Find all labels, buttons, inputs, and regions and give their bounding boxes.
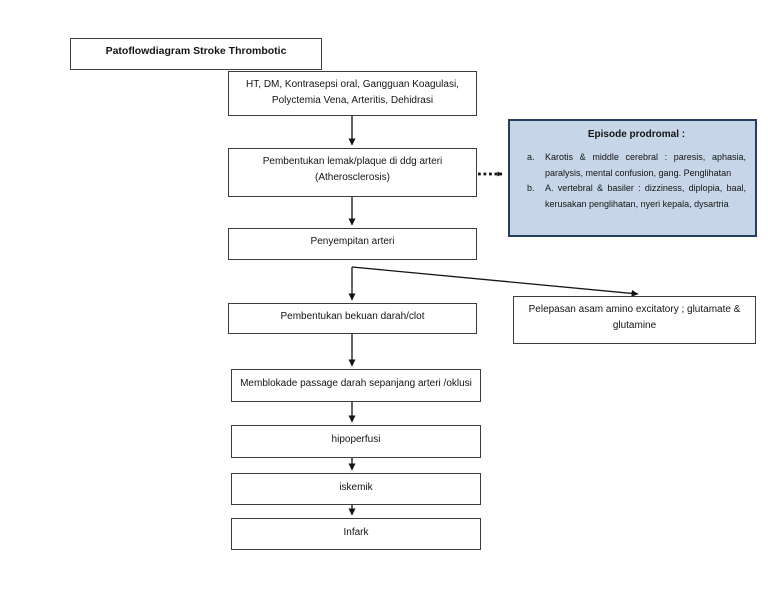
title-text: Patoflowdiagram Stroke Thrombotic (105, 45, 287, 57)
title-box: Patoflowdiagram Stroke Thrombotic (70, 38, 322, 70)
episode-prodromal-title: Episode prodromal : (587, 129, 686, 140)
bekuan-darah-box: Pembentukan bekuan darah/clot (228, 303, 477, 334)
bekuan-darah-text: Pembentukan bekuan darah/clot (280, 311, 425, 322)
atherosclerosis-line2: (Atherosclerosis) (314, 172, 391, 183)
hipoperfusi-box: hipoperfusi (231, 425, 481, 458)
prodromal-item-b: b. A. vertebral & basiler : dizziness, d… (527, 181, 746, 212)
episode-prodromal-box: Episode prodromal : a. Karotis & middle … (508, 119, 757, 237)
memblokade-oklusi-box: Memblokade passage darah sepanjang arter… (231, 369, 481, 402)
risk-factors-box: HT, DM, Kontrasepsi oral, Gangguan Koagu… (228, 71, 477, 116)
prodromal-item-b-text: A. vertebral & basiler : dizziness, dipl… (545, 183, 746, 209)
pelepasan-line1: Pelepasan asam amino excitatory ; glutam… (528, 304, 741, 315)
risk-factors-line2: Polyctemia Vena, Arteritis, Dehidrasi (271, 95, 434, 106)
prodromal-item-b-marker: b. (527, 183, 535, 193)
hipoperfusi-text: hipoperfusi (331, 434, 381, 445)
penyempitan-arteri-text: Penyempitan arteri (310, 236, 395, 247)
iskemik-text: iskemik (339, 482, 373, 493)
iskemik-box: iskemik (231, 473, 481, 505)
penyempitan-arteri-box: Penyempitan arteri (228, 228, 477, 260)
infark-box: Infark (231, 518, 481, 550)
prodromal-item-a: a. Karotis & middle cerebral : paresis, … (527, 150, 746, 181)
pelepasan-asam-amino-box: Pelepasan asam amino excitatory ; glutam… (513, 296, 756, 344)
pelepasan-line2: glutamine (612, 320, 657, 331)
prodromal-item-a-text: Karotis & middle cerebral : paresis, aph… (545, 152, 746, 178)
arrow-penyempitan-to-pelepasan (351, 266, 639, 297)
risk-factors-line1: HT, DM, Kontrasepsi oral, Gangguan Koagu… (246, 79, 459, 90)
memblokade-oklusi-text: Memblokade passage darah sepanjang arter… (240, 378, 472, 389)
prodromal-item-a-marker: a. (527, 152, 535, 162)
atherosclerosis-box: Pembentukan lemak/plaque di ddg arteri (… (228, 148, 477, 197)
infark-text: Infark (343, 527, 369, 538)
atherosclerosis-line1: Pembentukan lemak/plaque di ddg arteri (262, 156, 443, 167)
